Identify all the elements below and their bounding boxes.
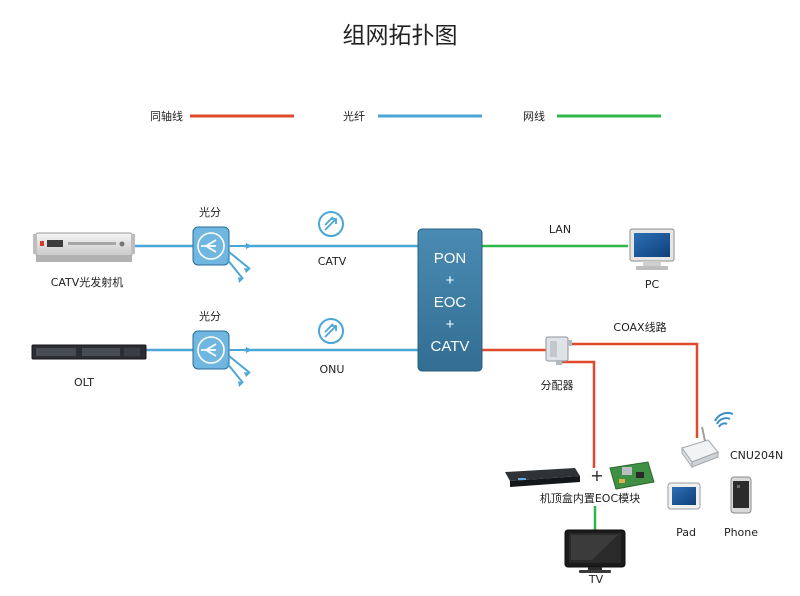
lan-label: LAN [549,223,571,236]
connections [133,244,699,530]
optical-splitter-icon [192,330,252,387]
coax-splitter-icon [545,336,572,365]
catv-node: CATV [318,211,347,268]
coax-link-distributor-to-cnu [572,342,699,438]
legend: 同轴线 光纤 网线 [150,109,661,123]
cnu-label: CNU204N [730,449,783,462]
hub-line-1: PON [434,250,467,267]
hub-line-4: + [446,316,455,333]
stb-label: 机顶盒内置EOC模块 [540,491,640,505]
wifi-icon [714,411,734,428]
legend-label-coax: 同轴线 [150,109,183,123]
set-top-box-icon [505,468,580,487]
olt: OLT [31,344,147,389]
pad-icon [667,482,701,510]
pc-label: PC [645,278,660,291]
coax-line-label: COAX线路 [613,320,666,334]
optical-splitter-bottom: 光分 [192,309,252,387]
optical-splitter-top: 光分 [192,205,252,283]
phone: Phone [724,476,758,539]
hub-line-5: CATV [431,338,470,355]
pad-label: Pad [676,526,696,539]
coax-link-distributor-to-stb [560,360,596,468]
hub-pon-eoc-catv: PON + EOC + CATV [417,228,483,372]
page-title: 组网拓扑图 [343,23,458,49]
olt-label: OLT [74,376,94,389]
onu-signal-icon [318,318,344,344]
splitter-top-label: 光分 [199,205,221,219]
catv-transmitter-label: CATV光发射机 [51,275,124,289]
catv-label: CATV [318,255,347,268]
distributor-label: 分配器 [541,379,574,392]
pad: Pad [667,482,701,539]
hub-line-2: + [446,272,455,289]
tv-icon [564,529,626,573]
onu-node: ONU [318,318,345,376]
catv-transmitter: CATV光发射机 [33,232,135,289]
legend-label-lan: 网线 [523,109,545,123]
catv-signal-icon [318,211,344,237]
phone-icon [730,476,752,514]
cnu-router: CNU204N [681,411,783,469]
set-top-box-group: + 机顶盒内置EOC模块 [505,461,655,505]
onu-label: ONU [320,363,345,376]
pc-icon [629,228,675,270]
splitter-bottom-label: 光分 [199,309,221,323]
tv: TV [564,529,626,586]
plus-sign: + [590,466,603,485]
hub-line-3: EOC [434,294,467,311]
optical-splitter-icon [192,226,252,283]
phone-label: Phone [724,526,758,539]
switch-device-icon [31,344,147,360]
pc: PC [629,228,675,291]
rack-device-icon [33,232,135,262]
distributor: 分配器 [541,336,574,392]
eoc-module-icon [609,461,655,490]
tv-label: TV [588,573,604,586]
wifi-router-icon [681,426,719,469]
legend-label-fiber: 光纤 [343,109,365,123]
